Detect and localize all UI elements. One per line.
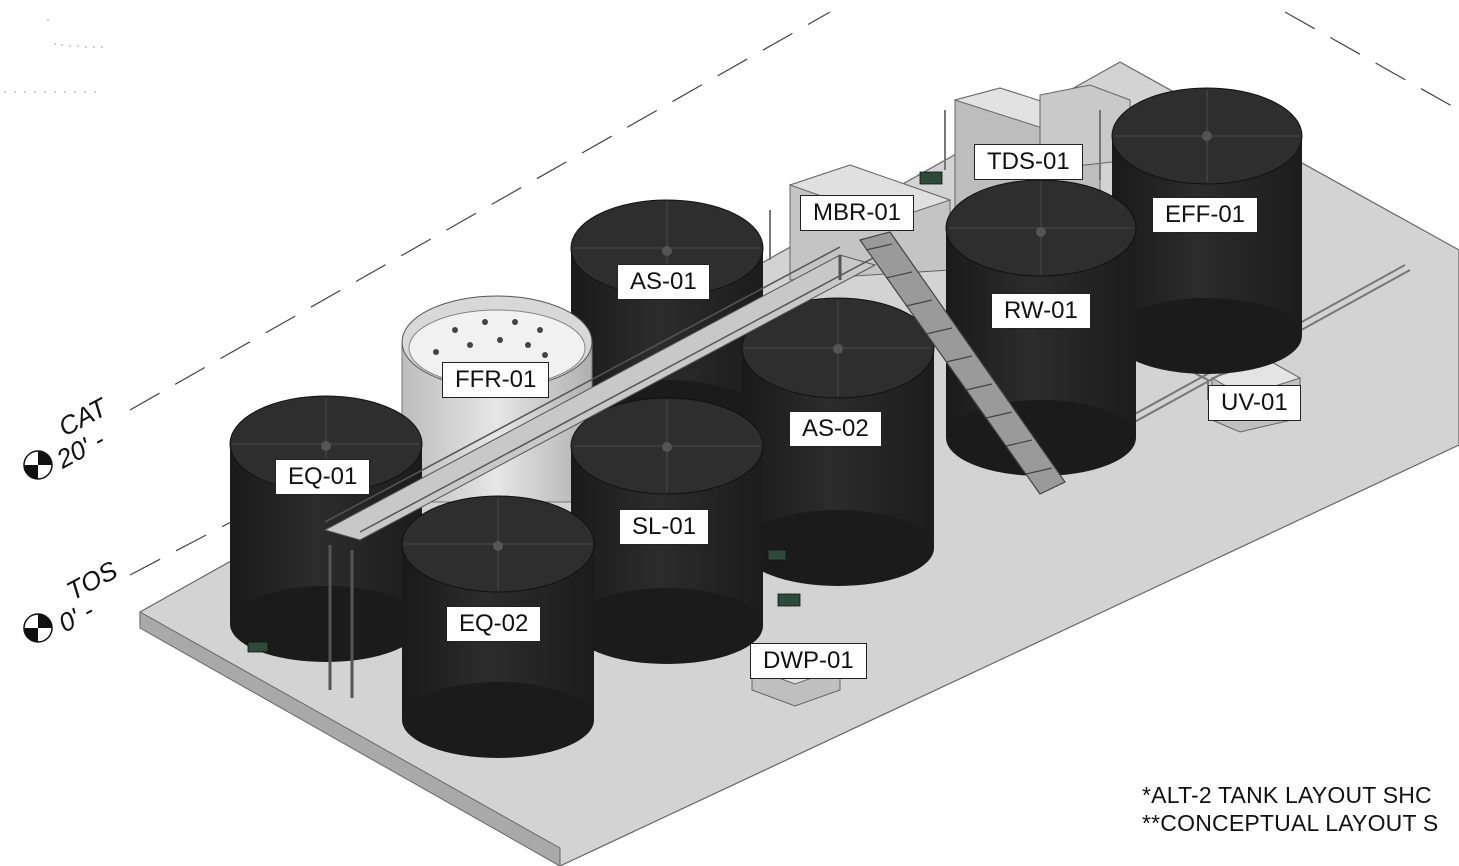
tag-sl-01: SL-01 [619,509,710,545]
tank-as-02 [741,297,935,586]
tag-rw-01: RW-01 [991,293,1091,329]
stairway [859,231,1066,495]
tank-eff-01 [1111,87,1303,374]
elevated-walkway [323,246,877,698]
faint-marks [4,19,103,93]
tank-ffr-01 [401,295,593,503]
pumps [247,171,943,653]
tag-uv-01: UV-01 [1208,385,1301,421]
tag-as-01: AS-01 [617,264,710,300]
note-line-2: **CONCEPTUAL LAYOUT S [1142,810,1439,836]
tag-eff-01: EFF-01 [1152,197,1259,233]
level-marker-bottom [23,613,53,643]
tag-as-02: AS-02 [789,411,882,447]
tag-eq-01: EQ-01 [275,459,371,495]
tag-ffr-01: FFR-01 [442,362,550,398]
level-marker-top [23,450,53,480]
tag-tds-01: TDS-01 [974,144,1083,180]
tag-mbr-01: MBR-01 [800,195,915,231]
tag-dwp-01: DWP-01 [750,643,867,679]
note-line-1: *ALT-2 TANK LAYOUT SHC [1142,782,1432,808]
tag-eq-02: EQ-02 [446,606,542,642]
tank-eq-02 [401,495,595,758]
